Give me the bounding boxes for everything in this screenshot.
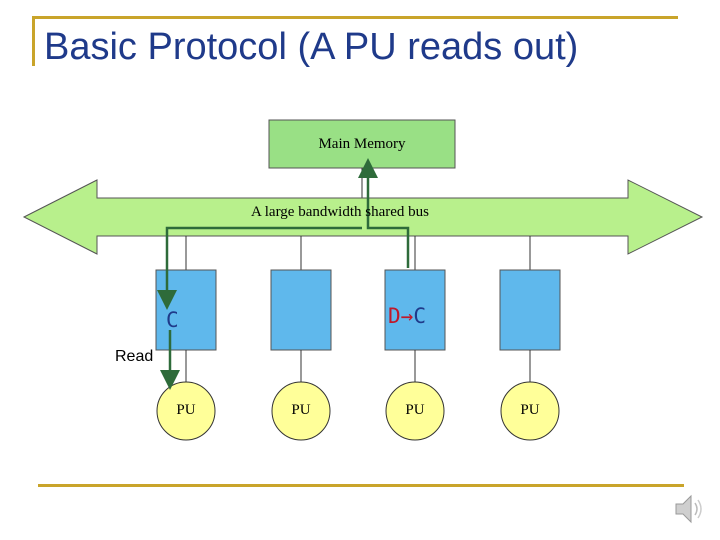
- read-label: Read: [115, 348, 154, 365]
- pu-circle-4: [500, 381, 560, 441]
- cache-box-1: [155, 269, 217, 351]
- dirty-state-label: D: [388, 304, 401, 328]
- cache-3-label: D→C: [388, 304, 426, 328]
- cache-box-4: [499, 269, 561, 351]
- title-rule-top: [32, 16, 678, 19]
- pu-label-4: PU: [520, 402, 540, 418]
- pu-circle-3: [385, 381, 445, 441]
- clean-state-label: C: [413, 304, 426, 328]
- read-request-path: [358, 158, 410, 268]
- pu-label-1: PU: [176, 402, 196, 418]
- bus-label: A large bandwidth shared bus: [250, 204, 430, 220]
- cache-box-3: [384, 269, 446, 351]
- shared-bus-arrow: [22, 179, 704, 255]
- pu-label-3: PU: [405, 402, 425, 418]
- footer-rule: [38, 484, 684, 487]
- pu-circle-2: [271, 381, 331, 441]
- main-memory-label: Main Memory: [318, 136, 406, 152]
- pu-label-2: PU: [291, 402, 311, 418]
- pu-circle-1: [156, 381, 216, 441]
- slide-title: Basic Protocol (A PU reads out): [44, 26, 579, 68]
- cache-1-label: C: [166, 308, 179, 332]
- data-transfer-path: [157, 226, 362, 310]
- cache-box-2: [270, 269, 332, 351]
- title-rule-left: [32, 16, 35, 66]
- transition-arrow: →: [400, 304, 414, 328]
- speaker-icon[interactable]: [672, 490, 706, 533]
